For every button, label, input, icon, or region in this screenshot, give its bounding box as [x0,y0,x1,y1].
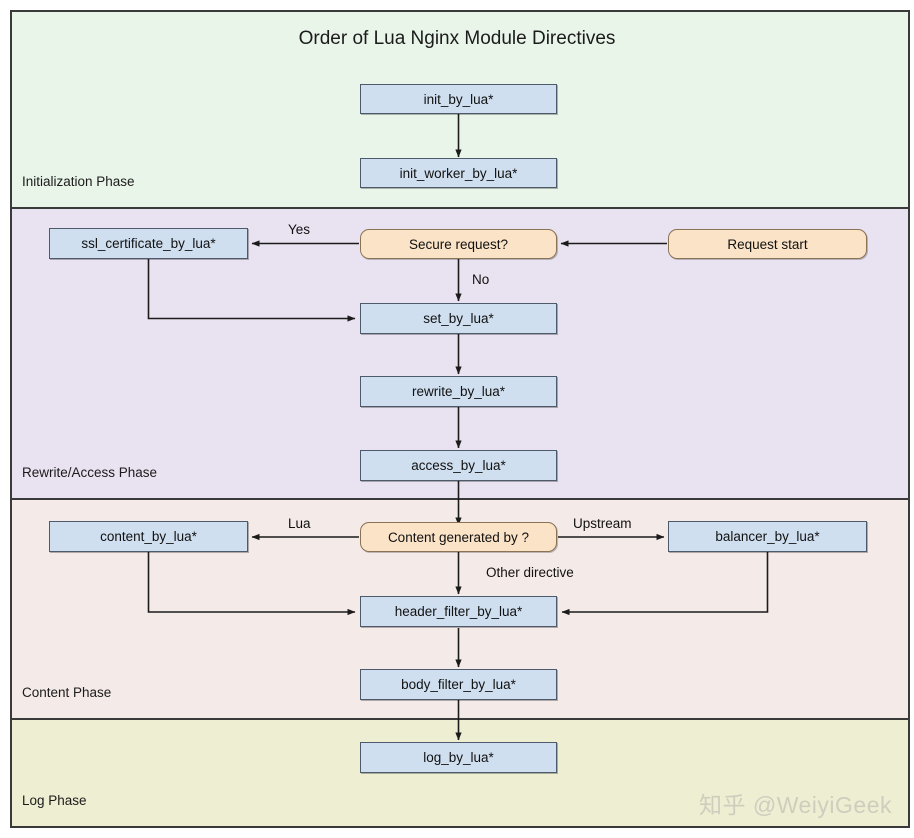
node-label: body_filter_by_lua* [401,677,516,692]
node-secure-request[interactable]: Secure request? [360,229,557,259]
node-init-worker-by-lua[interactable]: init_worker_by_lua* [360,158,557,188]
flowchart-frame: Initialization Phase Rewrite/Access Phas… [10,10,910,828]
node-log-by-lua[interactable]: log_by_lua* [360,742,557,773]
node-label: Content generated by ? [387,529,530,545]
node-label: header_filter_by_lua* [394,604,523,619]
node-label: rewrite_by_lua* [411,384,506,399]
edge-label-no: No [472,272,490,287]
node-label: Request start [727,236,808,252]
node-label: set_by_lua* [423,311,494,326]
node-ssl-certificate-by-lua[interactable]: ssl_certificate_by_lua* [49,228,248,259]
node-label: ssl_certificate_by_lua* [81,236,216,251]
node-init-by-lua[interactable]: init_by_lua* [360,84,557,114]
node-set-by-lua[interactable]: set_by_lua* [360,303,557,334]
node-content-generated-by[interactable]: Content generated by ? [360,522,557,552]
node-label: init_by_lua* [423,91,494,107]
node-body-filter-by-lua[interactable]: body_filter_by_lua* [360,669,557,700]
edge-label-yes: Yes [288,222,311,237]
node-label: balancer_by_lua* [715,529,820,544]
edge-label-upstream: Upstream [573,516,632,531]
node-request-start[interactable]: Request start [668,229,867,259]
node-balancer-by-lua[interactable]: balancer_by_lua* [668,521,867,552]
node-header-filter-by-lua[interactable]: header_filter_by_lua* [360,596,557,627]
band-label-rewrite-access: Rewrite/Access Phase [22,465,158,480]
band-label-log: Log Phase [22,793,87,808]
band-label-initialization: Initialization Phase [22,174,135,189]
watermark: 知乎 @WeiyiGeek [698,792,892,818]
node-label: Secure request? [408,236,509,252]
node-label: access_by_lua* [411,458,506,473]
page-title: Order of Lua Nginx Module Directives [298,28,616,49]
node-label: content_by_lua* [100,529,197,544]
node-rewrite-by-lua[interactable]: rewrite_by_lua* [360,376,557,407]
node-label: log_by_lua* [423,750,494,765]
band-label-content: Content Phase [22,685,112,700]
edge-label-lua: Lua [288,516,311,531]
node-content-by-lua[interactable]: content_by_lua* [49,521,248,552]
edge-label-other-directive: Other directive [486,565,574,580]
node-access-by-lua[interactable]: access_by_lua* [360,450,557,481]
node-label: init_worker_by_lua* [399,165,518,181]
